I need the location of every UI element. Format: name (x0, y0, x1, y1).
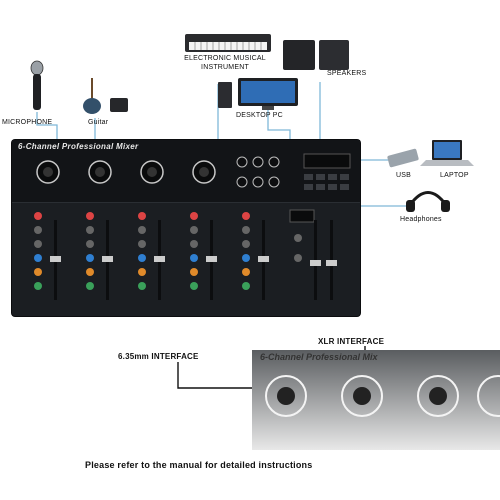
headphones-label: Headphones (400, 216, 442, 223)
channel-strips (34, 209, 337, 300)
guitar-label: Guitar (88, 119, 109, 126)
usb-player-display (303, 153, 351, 169)
usb-stick-icon (387, 148, 419, 168)
callout-title: 6-Channel Professional Mix (260, 352, 378, 362)
interface-635-label: 6.35mm INTERFACE (118, 352, 199, 361)
microphone-icon (30, 60, 44, 110)
microphone-label: MICROPHONE (2, 119, 53, 126)
callout-closeup: 6-Channel Professional Mix (252, 350, 500, 450)
xlr-interface-label: XLR INTERFACE (318, 337, 385, 346)
xlr-jacks (36, 160, 216, 184)
speakers-icon (283, 40, 349, 70)
callout-jacks (265, 375, 500, 417)
line-jacks (236, 156, 280, 188)
keyboard-icon (185, 34, 271, 52)
mixer-input-section: 6-Channel Professional Mixer (12, 140, 360, 203)
mic-cable (36, 112, 58, 150)
laptop-label: LAPTOP (440, 172, 469, 179)
mixer-panel: 6-Channel Professional Mixer (12, 140, 360, 316)
desktop-pc-label: DESKTOP PC (236, 112, 283, 119)
mixer-title: 6-Channel Professional Mixer (18, 142, 139, 151)
player-buttons (304, 174, 349, 190)
callout-635-line (177, 362, 276, 389)
desktop-pc-icon (218, 78, 298, 110)
mixer-controls (34, 153, 351, 300)
footer-note: Please refer to the manual for detailed … (85, 460, 313, 470)
usb-label: USB (396, 172, 411, 179)
headphones-icon (406, 191, 450, 212)
speakers-label: SPEAKERS (327, 70, 367, 77)
laptop-icon (420, 140, 474, 166)
guitar-icon (83, 78, 128, 114)
instrument-label: ELECTRONIC MUSICAL INSTRUMENT (184, 55, 266, 71)
